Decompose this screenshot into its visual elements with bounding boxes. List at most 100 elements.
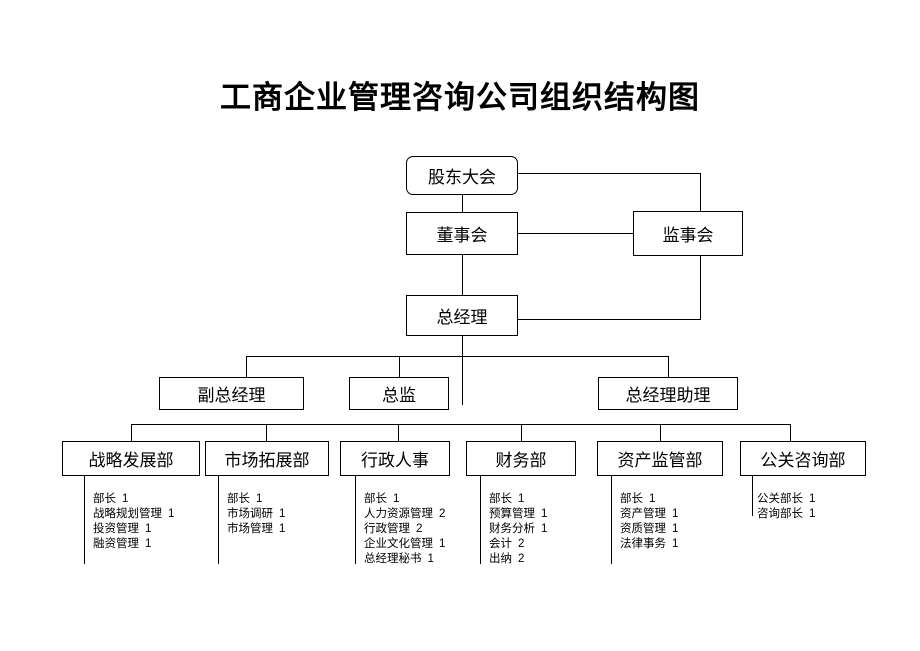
connector-dept-drop-6 [790, 424, 791, 441]
staff-count: 1 [168, 508, 175, 520]
connector-shareholders-supervisors-h [518, 173, 701, 174]
connector-board-supervisors [518, 233, 634, 234]
staff-role: 会计 [489, 538, 512, 550]
staff-role: 市场调研 [227, 508, 273, 520]
staff-role: 部长 [227, 493, 250, 505]
staff-row: 总经理秘书 1 [364, 552, 445, 567]
staff-row: 战略规划管理 1 [93, 507, 174, 522]
staff-role: 部长 [93, 493, 116, 505]
node-board-of-directors[interactable]: 董事会 [406, 212, 518, 255]
staff-row: 会计 2 [489, 537, 547, 552]
staff-role: 公关部长 [757, 493, 803, 505]
staff-count: 1 [672, 538, 679, 550]
staff-count: 1 [279, 523, 286, 535]
staff-count: 1 [518, 493, 525, 505]
department-box-3[interactable]: 行政人事 [340, 441, 450, 476]
staff-count: 2 [416, 523, 423, 535]
staff-row: 公关部长 1 [757, 492, 815, 507]
connector-dept-drop-2 [266, 424, 267, 441]
connector-dept-drop-1 [131, 424, 132, 441]
connector-shareholders-board [462, 195, 463, 217]
staff-count: 1 [393, 493, 400, 505]
staff-row: 投资管理 1 [93, 522, 174, 537]
node-gm-assistant[interactable]: 总经理助理 [598, 377, 738, 410]
department-box-6[interactable]: 公关咨询部 [740, 441, 866, 476]
rail-department-5 [611, 476, 612, 564]
rail-department-6 [752, 476, 753, 516]
staff-role: 市场管理 [227, 523, 273, 535]
connector-department-bus [131, 424, 790, 425]
staff-role: 部长 [620, 493, 643, 505]
staff-role: 财务分析 [489, 523, 535, 535]
node-deputy-general-manager[interactable]: 副总经理 [159, 377, 304, 410]
staff-count: 1 [809, 508, 816, 520]
staff-row: 部长 1 [620, 492, 678, 507]
staff-count: 2 [518, 538, 525, 550]
staff-count: 1 [145, 538, 152, 550]
staff-list-1: 部长 1 战略规划管理 1 投资管理 1 融资管理 1 [93, 492, 174, 552]
staff-list-6: 公关部长 1 咨询部长 1 [757, 492, 815, 522]
staff-row: 资产管理 1 [620, 507, 678, 522]
staff-count: 2 [439, 508, 446, 520]
node-general-manager[interactable]: 总经理 [406, 295, 518, 336]
staff-role: 部长 [364, 493, 387, 505]
staff-count: 1 [145, 523, 152, 535]
staff-count: 1 [541, 523, 548, 535]
staff-row: 部长 1 [364, 492, 445, 507]
staff-count: 1 [672, 508, 679, 520]
connector-middle-deputy-gm [246, 356, 247, 377]
staff-count: 1 [649, 493, 656, 505]
connector-middle-gm-assistant [668, 356, 669, 377]
node-chief-officer[interactable]: 总监 [349, 377, 449, 410]
staff-row: 财务分析 1 [489, 522, 547, 537]
rail-department-1 [84, 476, 85, 564]
staff-role: 融资管理 [93, 538, 139, 550]
staff-row: 资质管理 1 [620, 522, 678, 537]
staff-role: 出纳 [489, 553, 512, 565]
staff-role: 咨询部长 [757, 508, 803, 520]
staff-role: 战略规划管理 [93, 508, 162, 520]
staff-role: 总经理秘书 [364, 553, 422, 565]
connector-board-gm [462, 255, 463, 295]
department-box-1[interactable]: 战略发展部 [62, 441, 200, 476]
staff-role: 预算管理 [489, 508, 535, 520]
staff-row: 市场管理 1 [227, 522, 285, 537]
staff-role: 部长 [489, 493, 512, 505]
department-box-4[interactable]: 财务部 [466, 441, 576, 476]
connector-middle-chief-officer [399, 356, 400, 377]
staff-row: 咨询部长 1 [757, 507, 815, 522]
staff-count: 2 [518, 553, 525, 565]
staff-row: 人力资源管理 2 [364, 507, 445, 522]
staff-count: 1 [256, 493, 263, 505]
staff-role: 资产管理 [620, 508, 666, 520]
connector-dept-drop-3 [398, 424, 399, 441]
rail-department-2 [218, 476, 219, 564]
staff-role: 人力资源管理 [364, 508, 433, 520]
rail-department-4 [480, 476, 481, 564]
staff-count: 1 [427, 553, 434, 565]
staff-role: 资质管理 [620, 523, 666, 535]
connector-gm-supervisors [518, 319, 701, 320]
staff-role: 企业文化管理 [364, 538, 433, 550]
staff-role: 投资管理 [93, 523, 139, 535]
staff-count: 1 [672, 523, 679, 535]
node-board-of-supervisors[interactable]: 监事会 [633, 211, 743, 256]
staff-row: 融资管理 1 [93, 537, 174, 552]
staff-role: 行政管理 [364, 523, 410, 535]
staff-row: 出纳 2 [489, 552, 547, 567]
staff-row: 部长 1 [93, 492, 174, 507]
department-box-2[interactable]: 市场拓展部 [205, 441, 329, 476]
connector-dept-drop-4 [521, 424, 522, 441]
connector-gm-down [462, 336, 463, 405]
staff-count: 1 [122, 493, 129, 505]
department-box-5[interactable]: 资产监管部 [597, 441, 723, 476]
staff-count: 1 [809, 493, 816, 505]
node-shareholders-meeting[interactable]: 股东大会 [406, 156, 518, 195]
